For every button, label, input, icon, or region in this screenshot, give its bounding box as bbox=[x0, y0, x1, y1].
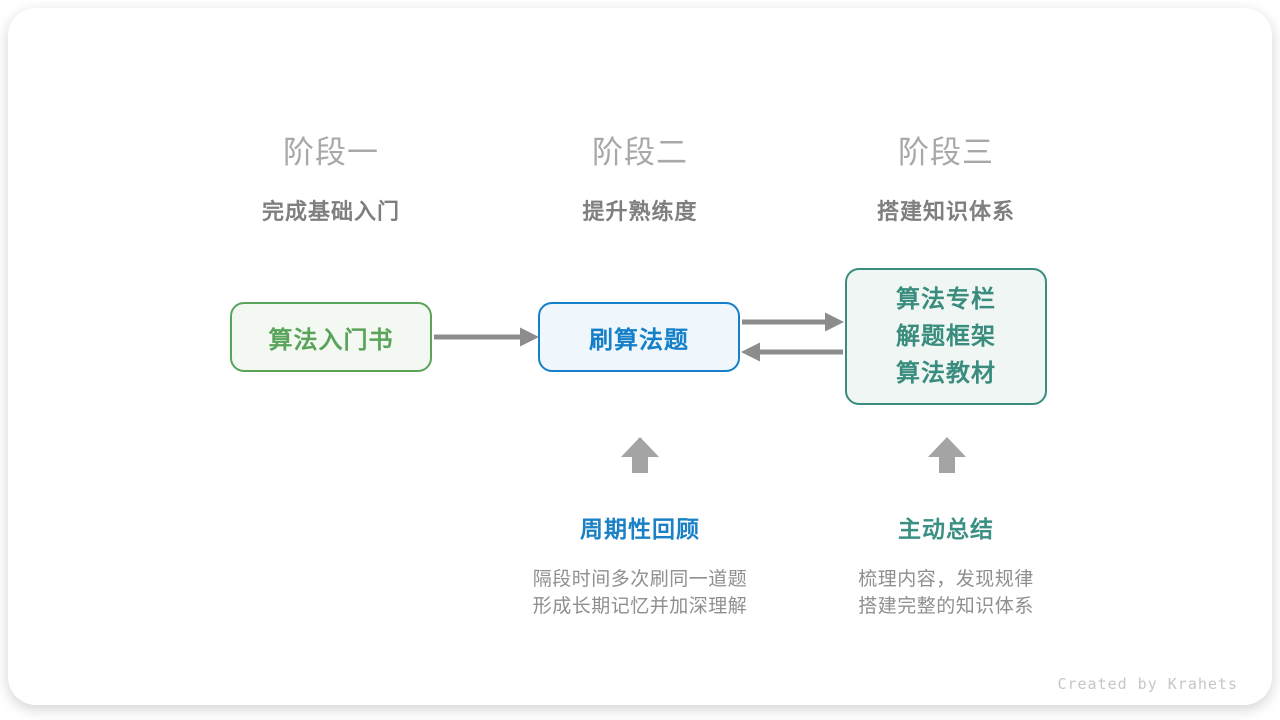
stage-2-title: 阶段二 bbox=[591, 135, 688, 170]
node-intro-book: 算法入门书 bbox=[230, 302, 432, 372]
node-practice-problems-label: 刷算法题 bbox=[589, 326, 689, 354]
node-knowledge-resources-line-2: 解题框架 bbox=[896, 323, 996, 350]
stage-3-header: 阶段三 搭建知识体系 bbox=[877, 127, 1015, 226]
annotation-periodic-review-desc-line-2: 形成长期记忆并加深理解 bbox=[532, 596, 748, 617]
node-knowledge-resources: 算法专栏 解题框架 算法教材 bbox=[845, 268, 1047, 405]
annotation-active-summary-desc-line-2: 搭建完整的知识体系 bbox=[858, 596, 1034, 617]
node-practice-problems: 刷算法题 bbox=[538, 302, 740, 372]
annotation-active-summary: 主动总结 梳理内容，发现规律 搭建完整的知识体系 bbox=[858, 510, 1034, 620]
stage-1-title: 阶段一 bbox=[282, 135, 379, 170]
stage-2-subtitle: 提升熟练度 bbox=[582, 199, 698, 224]
stage-1-header: 阶段一 完成基础入门 bbox=[262, 127, 400, 226]
node-knowledge-resources-line-1: 算法专栏 bbox=[896, 286, 996, 313]
stage-1-subtitle: 完成基础入门 bbox=[261, 199, 401, 224]
stage-2-header: 阶段二 提升熟练度 bbox=[582, 127, 697, 226]
stage-3-subtitle: 搭建知识体系 bbox=[876, 199, 1016, 224]
annotation-active-summary-label: 主动总结 bbox=[897, 516, 994, 542]
annotation-active-summary-desc-line-1: 梳理内容，发现规律 bbox=[858, 569, 1034, 590]
stage-3-title: 阶段三 bbox=[897, 135, 994, 170]
credit-text: Created by Krahets bbox=[1057, 675, 1238, 693]
node-intro-book-label: 算法入门书 bbox=[268, 326, 394, 354]
annotation-periodic-review: 周期性回顾 隔段时间多次刷同一道题 形成长期记忆并加深理解 bbox=[533, 510, 748, 620]
annotation-periodic-review-desc-line-1: 隔段时间多次刷同一道题 bbox=[532, 569, 748, 590]
annotation-periodic-review-desc: 隔段时间多次刷同一道题 形成长期记忆并加深理解 bbox=[533, 566, 748, 620]
annotation-active-summary-desc: 梳理内容，发现规律 搭建完整的知识体系 bbox=[858, 566, 1034, 620]
node-knowledge-resources-line-3: 算法教材 bbox=[896, 360, 996, 387]
annotation-periodic-review-label: 周期性回顾 bbox=[579, 516, 700, 542]
